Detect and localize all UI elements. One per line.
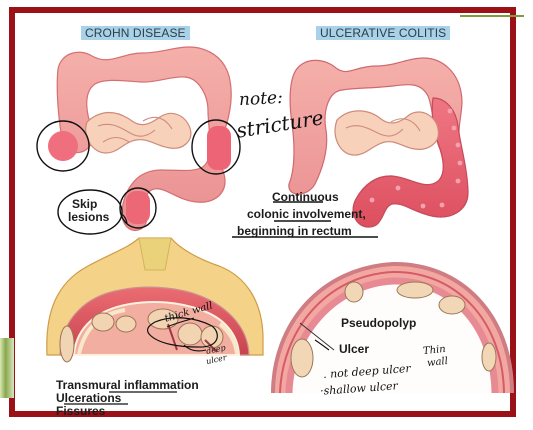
crohn-ulcer-cobble-1: [92, 313, 114, 331]
fissures-label: Fissures: [56, 405, 105, 418]
handwritten-wall: wall: [426, 356, 448, 369]
crohn-small-bowel: [86, 113, 191, 154]
continuous-line-3: beginning in rectum: [237, 225, 352, 238]
crohn-mesentery: [139, 238, 171, 270]
handwritten-thin: Thin: [422, 344, 446, 357]
skip-label-line-2: lesions: [68, 211, 109, 224]
uc-pseudopolyp-2: [397, 282, 433, 298]
uc-pseudopolyp-1: [345, 282, 363, 302]
uc-pseudopolyp-3: [439, 296, 465, 314]
uc-pseudopolyp-5: [482, 343, 496, 371]
crohn-skip-lesion-right: [207, 126, 231, 170]
pseudopolyp-label: Pseudopolyp: [341, 317, 416, 330]
uc-title: ULCERATIVE COLITIS: [316, 26, 450, 40]
continuous-line-2: colonic involvement,: [247, 208, 366, 221]
continuous-line-1: Continuous: [272, 191, 339, 204]
handwritten-note: note:: [239, 88, 284, 110]
uc-small-bowel: [335, 111, 438, 155]
crohn-lymph-node: [60, 326, 74, 362]
crohn-rectum-lesion: [126, 191, 150, 224]
crohn-ulcer-cobble-4: [178, 323, 202, 345]
crohn-cross-section: [47, 238, 263, 362]
uc-pseudopolyp-4: [291, 339, 313, 377]
crohn-skip-lesion-left: [48, 131, 78, 161]
crohn-title: CROHN DISEASE: [81, 26, 190, 40]
ulcer-label: Ulcer: [339, 343, 369, 356]
crohn-ulcer-cobble-2: [116, 316, 136, 332]
